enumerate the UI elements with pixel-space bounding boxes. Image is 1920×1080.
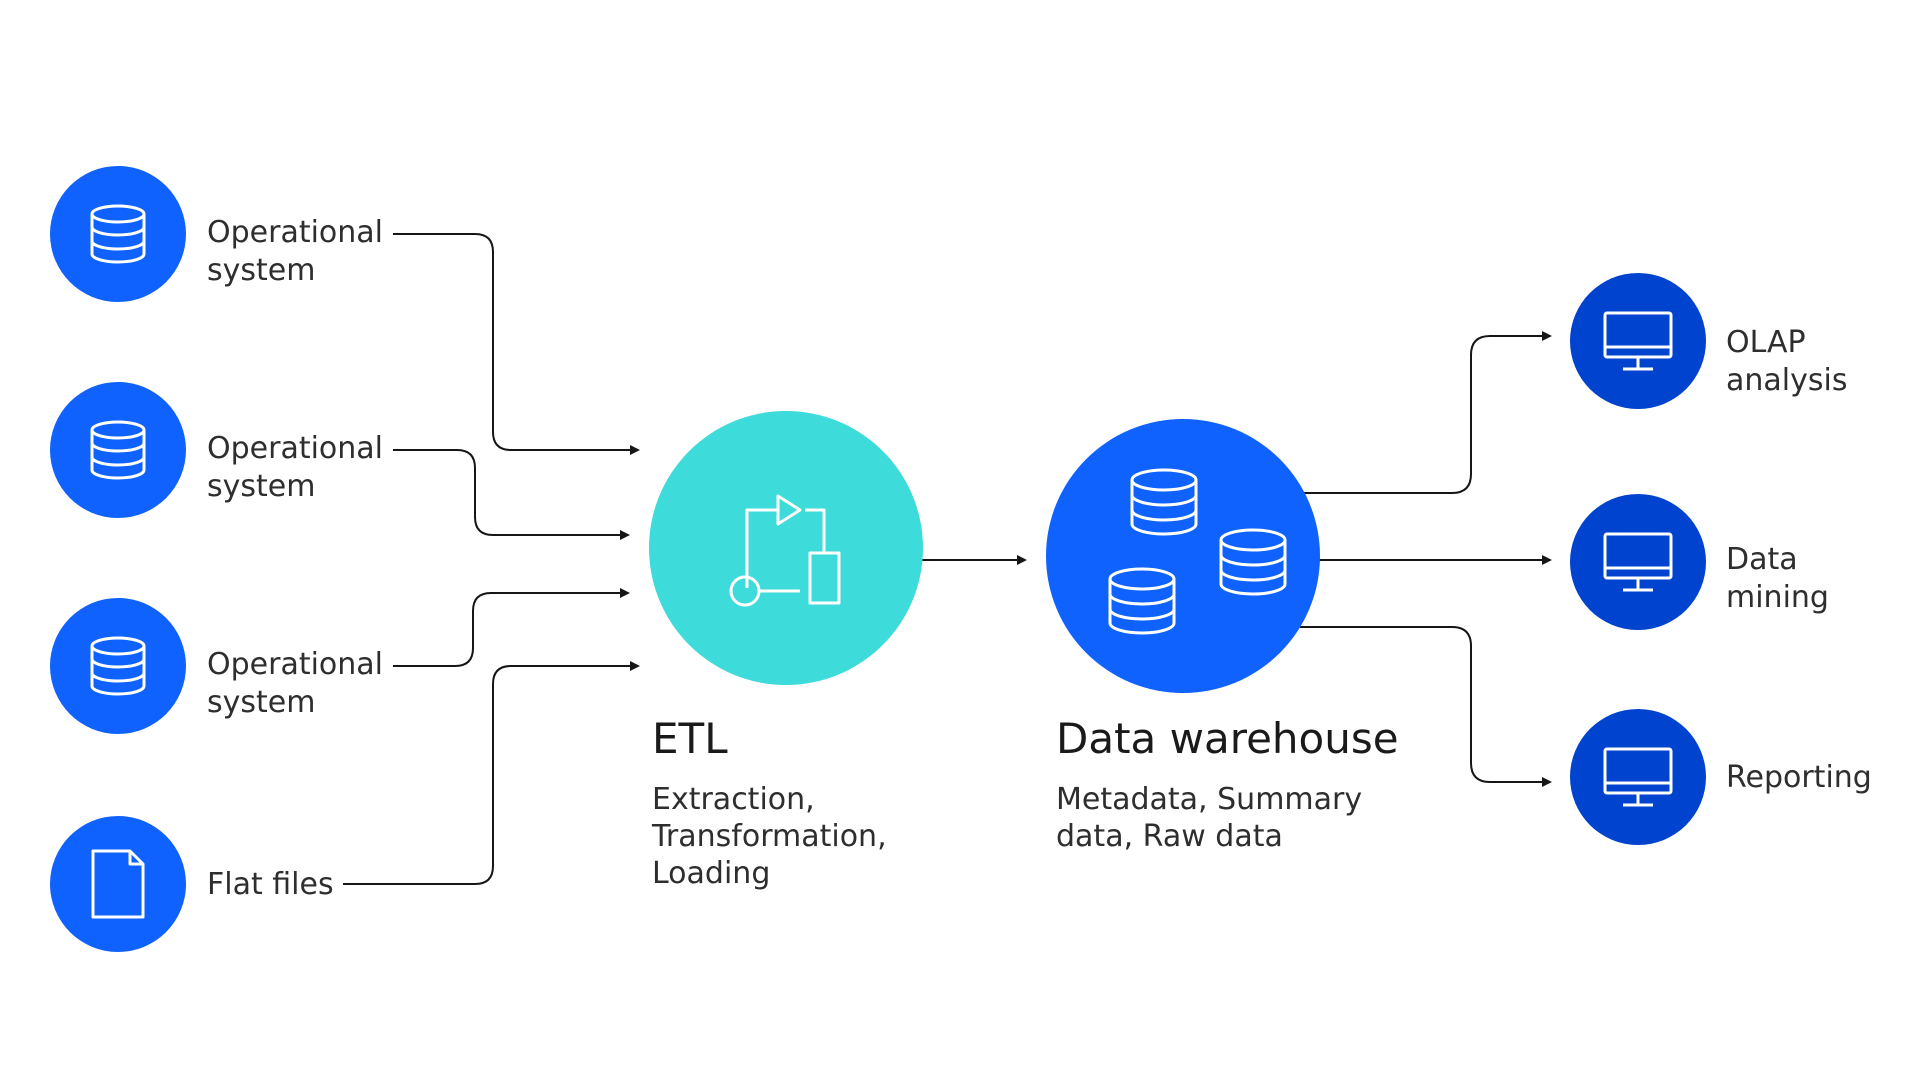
source-label-line1: Flat files: [207, 867, 334, 902]
source-label-line1: Operational: [207, 647, 384, 682]
output-node-mining: [1570, 494, 1706, 630]
warehouse-title: Data warehouse: [1056, 714, 1399, 763]
source-label-line1: Operational: [207, 215, 384, 250]
warehouse-description: Metadata, Summary data, Raw data: [1056, 781, 1362, 855]
output-label-reporting: Reporting: [1726, 759, 1872, 797]
databases-icon: [1108, 468, 1287, 635]
etl-description: Extraction, Transformation, Loading: [652, 781, 887, 892]
output-label-line2: mining: [1726, 580, 1829, 615]
database-icon: [90, 420, 146, 480]
source-node-2: [50, 382, 186, 518]
output-label-line1: Data: [1726, 542, 1798, 577]
source-node-4: [50, 816, 186, 952]
output-node-olap: [1570, 273, 1706, 409]
output-label-line2: analysis: [1726, 363, 1848, 398]
warehouse-node: [1046, 419, 1320, 693]
connector-source-3-to-etl: [393, 588, 630, 667]
source-label-4: Flat files: [207, 866, 334, 904]
connector-source-1-to-etl: [393, 233, 640, 455]
etl-title: ETL: [652, 714, 728, 763]
source-label-line2: system: [207, 685, 316, 720]
connector-source-2-to-etl: [393, 449, 630, 540]
connector-source-4-to-etl: [343, 661, 640, 885]
file-icon: [91, 849, 145, 919]
etl-desc-line1: Extraction,: [652, 782, 815, 817]
output-node-reporting: [1570, 709, 1706, 845]
etl-desc-line3: Loading: [652, 856, 771, 891]
flow-icon: [729, 494, 841, 607]
database-icon: [90, 636, 146, 696]
monitor-icon: [1603, 532, 1673, 592]
database-icon: [90, 204, 146, 264]
etl-node: [649, 411, 923, 685]
etl-desc-line2: Transformation,: [652, 819, 887, 854]
source-label-2: Operational system: [207, 430, 383, 506]
output-label-line1: Reporting: [1726, 760, 1872, 795]
warehouse-desc-line2: data, Raw data: [1056, 819, 1283, 854]
monitor-icon: [1603, 311, 1673, 371]
source-label-line1: Operational: [207, 431, 384, 466]
source-node-3: [50, 598, 186, 734]
warehouse-desc-line1: Metadata, Summary: [1056, 782, 1363, 817]
output-label-olap: OLAP analysis: [1726, 324, 1847, 400]
output-label-line1: OLAP: [1726, 325, 1806, 360]
connector-warehouse-to-olap: [1303, 331, 1552, 494]
output-label-mining: Data mining: [1726, 541, 1829, 617]
monitor-icon: [1603, 747, 1673, 807]
source-label-3: Operational system: [207, 646, 383, 722]
source-node-1: [50, 166, 186, 302]
connector-warehouse-to-reporting: [1300, 626, 1552, 787]
source-label-line2: system: [207, 469, 316, 504]
source-label-line2: system: [207, 253, 316, 288]
source-label-1: Operational system: [207, 214, 383, 290]
